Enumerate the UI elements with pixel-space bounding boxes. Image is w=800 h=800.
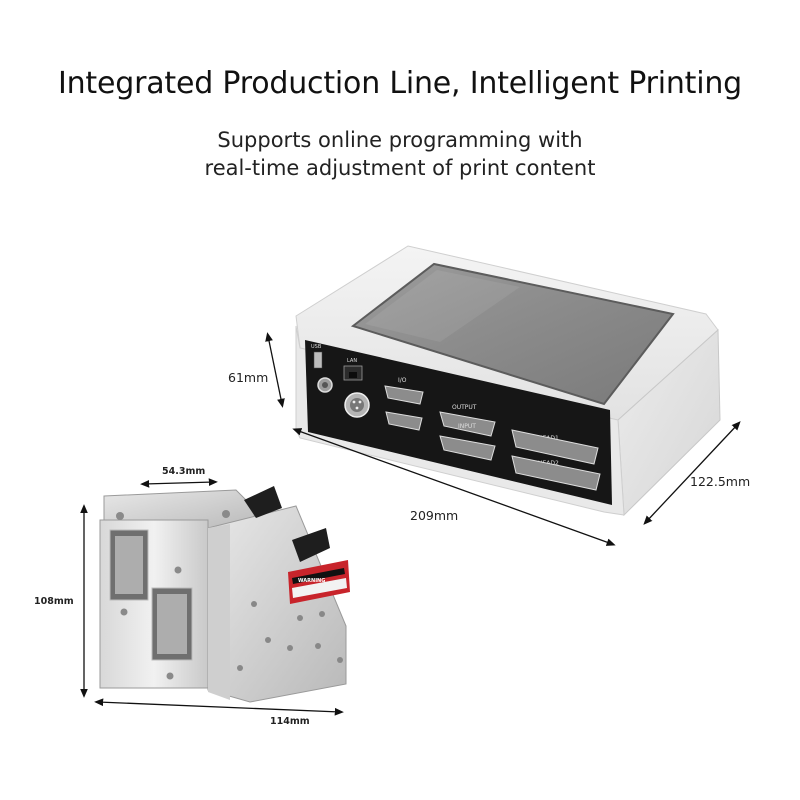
usb-port [313, 351, 323, 369]
lan-label: LAN [347, 358, 357, 364]
io-port-upper [384, 385, 424, 405]
cartridge-clip-top [244, 486, 282, 518]
dim-label-length-head: 114mm [270, 716, 310, 727]
dim-label-length: 209mm [410, 508, 459, 523]
cartridge-clip-mid [292, 528, 330, 562]
dim-line-depth [643, 421, 741, 525]
dim-label-height: 61mm [228, 370, 269, 385]
touch-screen [350, 262, 675, 406]
warning-text: WARNING [298, 578, 325, 584]
dim-line-length-head [94, 698, 344, 716]
dim-label-height-head: 108mm [34, 596, 74, 607]
dim-label-width-top: 54.3mm [162, 466, 206, 477]
dim-line-length [292, 428, 616, 546]
subtitle-line-1: Supports online programming with [217, 128, 583, 152]
dim-line-width-top [140, 478, 218, 488]
subtitle-line-2: real-time adjustment of print content [204, 156, 596, 180]
output-label: OUTPUT [452, 404, 477, 411]
io-label: I/O [398, 377, 407, 384]
page-title: Integrated Production Line, Intelligent … [57, 66, 743, 101]
controller-unit: USB LAN I/O OUTPUT INPUT HEAD1 HEAD2 [295, 245, 721, 517]
usb-label: USB [311, 344, 322, 350]
dim-line-height [265, 332, 285, 408]
print-head: WARNING [99, 486, 350, 703]
dim-label-depth: 122.5mm [690, 474, 751, 489]
input-label: INPUT [458, 423, 476, 430]
